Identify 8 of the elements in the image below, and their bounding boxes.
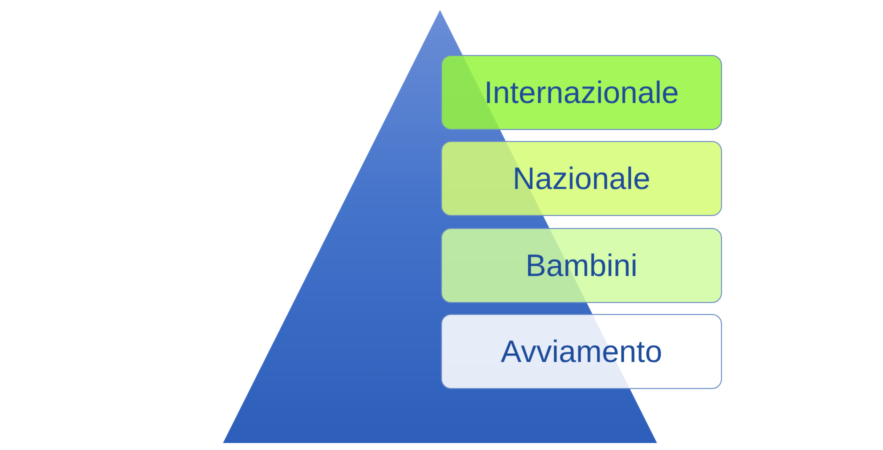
- pyramid-tier: [441, 314, 722, 389]
- pyramid-tier: [441, 55, 722, 130]
- pyramid-tier: [441, 228, 722, 303]
- tier-label: Bambini: [526, 248, 638, 284]
- tier-label: Avviamento: [500, 334, 662, 370]
- tier-label: Internazionale: [484, 74, 679, 110]
- tier-label: Nazionale: [512, 160, 650, 196]
- pyramid-tier: [441, 141, 722, 216]
